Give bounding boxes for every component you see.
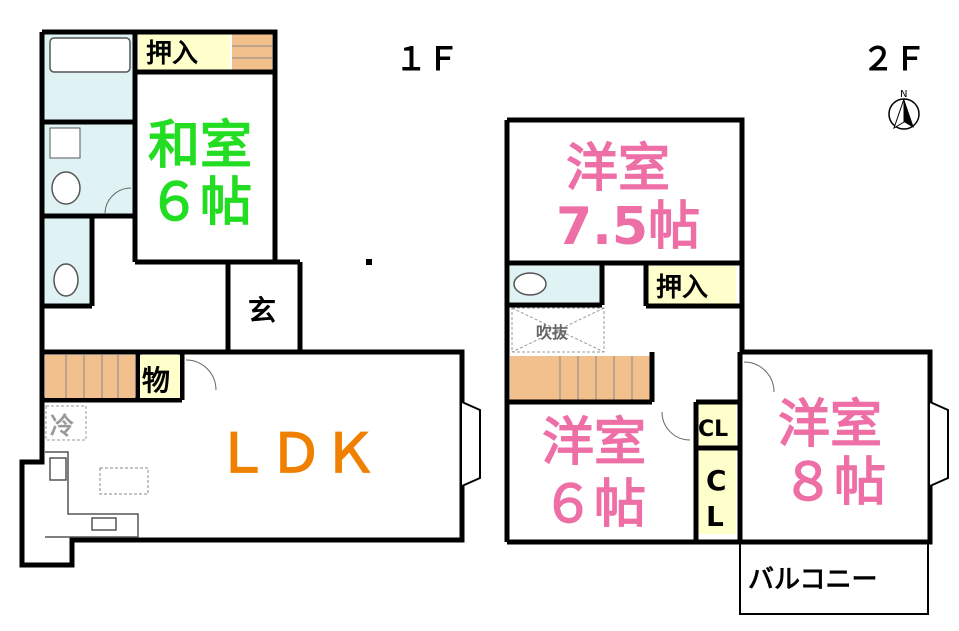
cl-tall-c-label: C [706,464,727,497]
bay-window-2f [929,401,949,487]
youshitsu6-name: 洋室 [542,413,646,473]
storage-cl-1 [698,404,736,446]
washitsu-name: 和室 [148,116,252,176]
storage-cl-2 [698,450,736,534]
stairs-1f-top [232,34,272,70]
kitchen-counter [45,451,139,538]
storage-1f [140,355,180,398]
stairs-1f [45,355,135,398]
compass: N [888,89,920,130]
washbasin [49,127,81,159]
floor-2: N ２Ｆ 洋室 7.5帖 押入 吹抜 洋室 ６帖 CL C L 洋室 ８帖 バル… [504,40,949,615]
bathtub [49,37,131,73]
genkan-label: 玄 [248,294,276,327]
compass-north-label: N [900,89,907,100]
closet-1f [138,34,230,70]
floor-2-title: ２Ｆ [862,40,926,78]
washitsu-size: ６帖 [148,173,252,233]
dining-table [99,467,149,495]
door-2f-a [743,361,775,393]
fridge-space [45,405,87,441]
closet-1f-label: 押入 [146,39,198,69]
washing-machine [51,171,81,205]
stairs-2f [510,356,650,400]
toilet-bowl-2f [513,272,547,296]
youshitsu8-size: ８帖 [782,453,886,513]
door-1f-b [104,187,132,215]
entrance-dot [366,259,372,265]
youshitsu75-name: 洋室 [566,139,670,199]
youshitsu75-size: 7.5帖 [556,197,700,257]
floor-1: １Ｆ 和室 ６帖 押入 玄 物 ＬＤＫ 冷 [19,29,481,568]
youshitsu8-name: 洋室 [778,395,882,455]
cl-tall-l-label: L [706,500,724,533]
floor-1-title: １Ｆ [395,40,459,78]
door-2f-b [661,411,691,441]
youshitsu6-size: ６帖 [542,475,646,535]
cl-small-label: CL [698,417,728,442]
door-1f-a [185,359,217,391]
ldk-label: ＬＤＫ [215,422,377,485]
bay-window-ldk [461,401,481,487]
balcony-label: バルコニー [748,565,877,595]
balcony-area [739,541,929,615]
closet-2f-label: 押入 [656,273,708,303]
closet-2f [648,266,736,304]
fridge-label: 冷 [50,412,74,440]
void-label: 吹抜 [536,323,569,342]
void-area [511,307,605,353]
storage-label: 物 [142,364,170,397]
toilet-bowl-1f [53,263,79,297]
